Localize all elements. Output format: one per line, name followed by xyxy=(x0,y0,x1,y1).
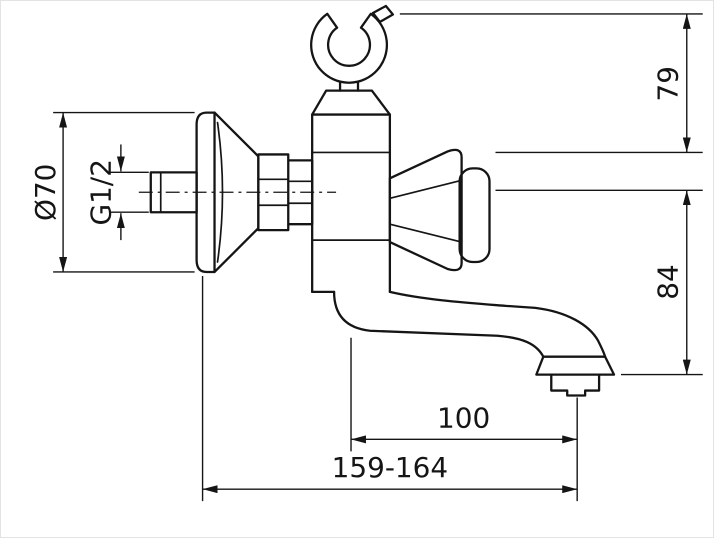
handle-facets xyxy=(389,179,463,243)
dim-84-ext-lines xyxy=(495,189,703,376)
handle-knob xyxy=(388,148,463,272)
hex-nut-facets xyxy=(257,178,314,207)
holder-collar xyxy=(311,89,392,116)
dim-lower-height: 84 xyxy=(495,189,703,376)
spout-flare xyxy=(535,355,616,376)
dim-label-flange-diameter: Ø70 xyxy=(29,164,62,221)
aerator xyxy=(550,373,601,397)
spout-top-edge xyxy=(388,290,607,358)
valve-body xyxy=(311,113,392,294)
dim-79-ext-lines xyxy=(399,13,703,154)
dim-flange-diameter: Ø70 xyxy=(29,111,195,273)
dim-thread-ext-lines xyxy=(108,171,149,213)
shower-holder-clip xyxy=(371,4,395,24)
wall-flange-plate xyxy=(195,111,216,274)
handle-backplate xyxy=(458,167,491,264)
dim-spout-reach: 100 xyxy=(350,337,578,502)
valve-body-detail-lines xyxy=(311,151,391,241)
dim-label-thread-size: G1/2 xyxy=(85,159,118,225)
dim-upper-height: 79 xyxy=(399,13,703,154)
dim-label-overall-reach: 159-164 xyxy=(332,451,448,484)
dim-label-spout-reach: 100 xyxy=(437,401,490,434)
dim-thread-size: G1/2 xyxy=(85,144,149,241)
faucet-outline xyxy=(149,4,616,397)
holder-stem xyxy=(338,80,360,92)
dim-label-lower-height: 84 xyxy=(652,264,685,299)
dimensions: Ø70 G1/2 79 84 xyxy=(29,13,703,502)
dim-flange-ext-lines xyxy=(53,111,195,273)
dim-label-upper-height: 79 xyxy=(652,66,685,101)
spout-bottom-edge xyxy=(332,290,545,358)
shower-holder-ring xyxy=(310,12,389,84)
dim-100-ext-lines xyxy=(350,337,578,502)
dim-overall-reach: 159-164 xyxy=(201,275,578,502)
